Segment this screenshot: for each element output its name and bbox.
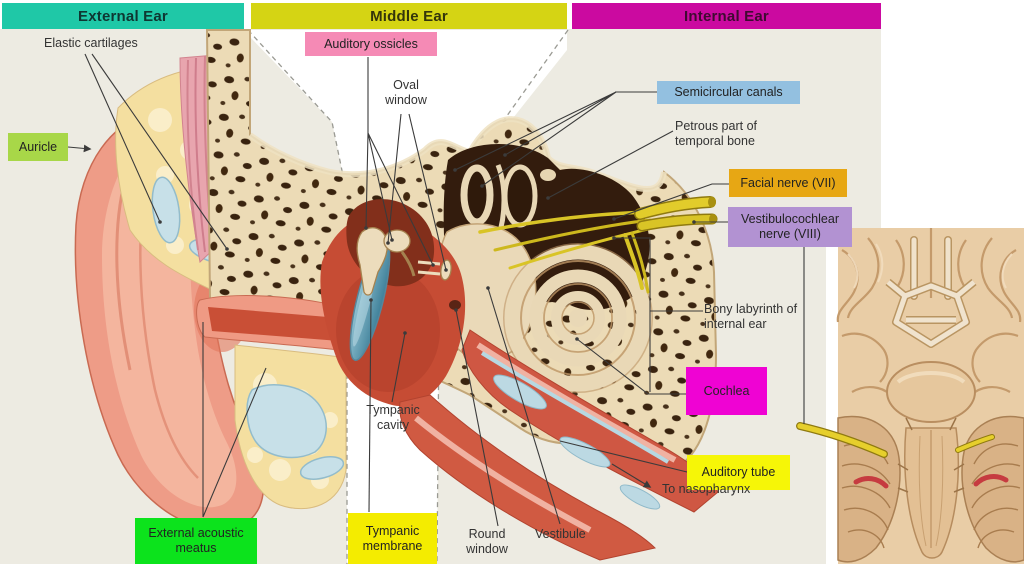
label-vestibule: Vestibule	[535, 527, 586, 541]
section-bar-middle-ear: Middle Ear	[251, 3, 567, 29]
label-vestibulocochlear-nerve: Vestibulocochlear nerve (VIII)	[728, 207, 852, 247]
label-elastic-cartilages: Elastic cartilages	[44, 36, 138, 50]
leader-lines	[67, 53, 805, 527]
auditory-tube-art	[399, 329, 719, 561]
arterial-circle	[885, 278, 977, 348]
ossicles-art	[356, 227, 452, 296]
label-cochlea: Cochlea	[686, 367, 767, 415]
label-tympanic-membrane: Tympanic membrane	[348, 513, 437, 564]
round-window-art	[449, 300, 461, 310]
label-petrous-part: Petrous part of temporal bone	[675, 119, 757, 149]
ear-illustration	[74, 29, 719, 561]
label-semicircular-canals: Semicircular canals	[657, 81, 800, 104]
label-oval-window: Oval window	[385, 78, 427, 108]
label-bony-labyrinth: Bony labyrinth of internal ear	[704, 302, 798, 332]
olfactory-tracts	[910, 236, 952, 300]
brain-inset	[796, 228, 1024, 564]
section-bar-internal-ear: Internal Ear	[572, 3, 881, 29]
leader-dots	[158, 153, 696, 341]
label-round-window: Round window	[466, 527, 508, 557]
label-to-nasopharynx: To nasopharynx	[662, 482, 751, 496]
medulla	[897, 417, 965, 559]
label-facial-nerve: Facial nerve (VII)	[729, 169, 847, 197]
label-tympanic-cavity: Tympanic cavity	[366, 403, 420, 433]
label-external-acoustic-meatus: External acoustic meatus	[135, 518, 257, 564]
middle-ear-art	[196, 199, 466, 407]
cochlea-art	[503, 243, 653, 393]
label-auricle: Auricle	[8, 133, 68, 161]
section-bar-external-ear: External Ear	[2, 3, 244, 29]
label-auditory-ossicles: Auditory ossicles	[305, 32, 437, 56]
inset-nerves	[796, 422, 1009, 489]
nerve-fibers-art	[478, 196, 718, 294]
label-auditory-tube: Auditory tube	[687, 455, 790, 490]
